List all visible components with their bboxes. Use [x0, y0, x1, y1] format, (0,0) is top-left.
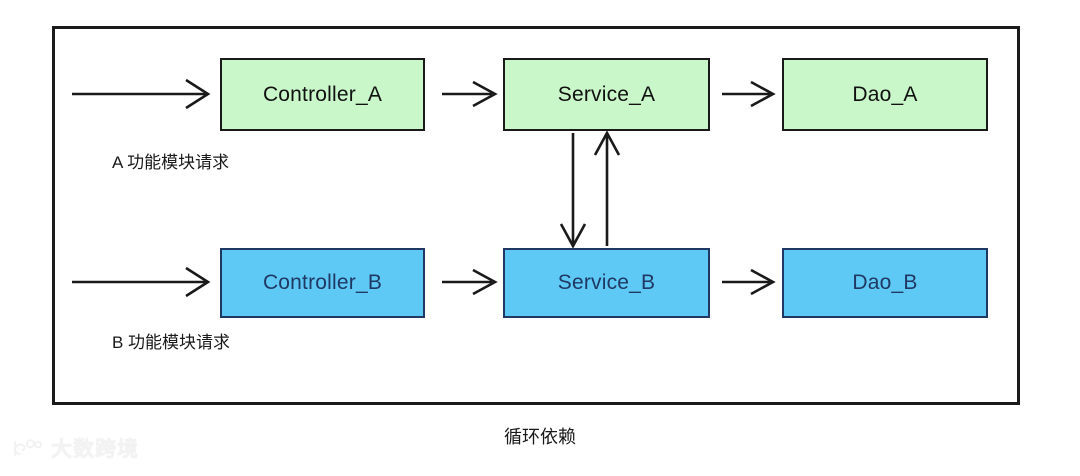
node-controller-b[interactable]: Controller_B: [220, 248, 425, 318]
label-flow-a: A 功能模块请求: [112, 153, 230, 172]
node-dao-b[interactable]: Dao_B: [782, 248, 988, 318]
node-service-b[interactable]: Service_B: [503, 248, 710, 318]
node-dao-a-label: Dao_A: [852, 82, 918, 106]
node-service-a[interactable]: Service_A: [503, 58, 710, 131]
node-controller-b-label: Controller_B: [262, 271, 383, 294]
paw-logo-icon: [14, 439, 42, 456]
watermark: 大数跨境: [10, 433, 139, 463]
node-dao-a[interactable]: Dao_A: [782, 58, 988, 131]
label-flow-b: B 功能模块请求: [112, 333, 231, 352]
node-controller-a[interactable]: Controller_A: [220, 58, 425, 131]
node-service-b-label: Service_B: [557, 271, 656, 294]
watermark-text: 大数跨境: [51, 438, 139, 461]
diagram-caption: 循环依赖: [504, 427, 576, 447]
node-service-a-label: Service_A: [557, 82, 656, 106]
node-dao-b-label: Dao_B: [852, 271, 918, 294]
node-controller-a-label: Controller_A: [262, 82, 383, 106]
